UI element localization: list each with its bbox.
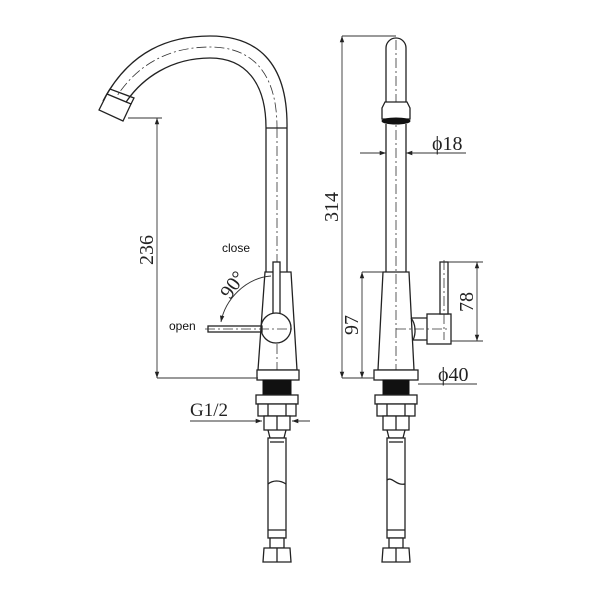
dimension-236: 236 <box>128 117 258 379</box>
label-open: open <box>169 319 196 333</box>
dim-g12-text: G1/2 <box>190 400 228 421</box>
dim-314-text: 314 <box>321 192 343 222</box>
dimension-78: 78 <box>448 261 483 342</box>
base-front <box>373 369 419 439</box>
dimension-g12: G1/2 <box>190 400 310 424</box>
supply-hose-front <box>381 437 411 563</box>
dim-phi18-text: ϕ18 <box>432 133 463 155</box>
supply-hose-side <box>262 437 292 563</box>
dim-78-text: 78 <box>456 292 478 312</box>
angle-90-text: 90° <box>216 267 250 303</box>
dimension-314: 314 <box>321 35 396 379</box>
front-view: 314 97 ϕ18 78 ϕ40 <box>321 35 483 563</box>
dim-phi40-text: ϕ40 <box>438 364 469 386</box>
base-side <box>255 369 300 439</box>
dim-97-text: 97 <box>341 315 363 335</box>
side-view: 236 G1/2 90° close open <box>98 35 310 563</box>
faucet-body-front <box>377 260 452 371</box>
rotation-arc <box>219 275 272 323</box>
label-close: close <box>222 241 250 255</box>
dim-236-text: 236 <box>136 235 158 265</box>
dimension-97: 97 <box>341 271 383 378</box>
dimension-phi18: ϕ18 <box>360 133 466 156</box>
faucet-body-side <box>205 261 298 371</box>
dimension-phi40: ϕ40 <box>418 364 477 386</box>
spout-front <box>381 37 411 372</box>
